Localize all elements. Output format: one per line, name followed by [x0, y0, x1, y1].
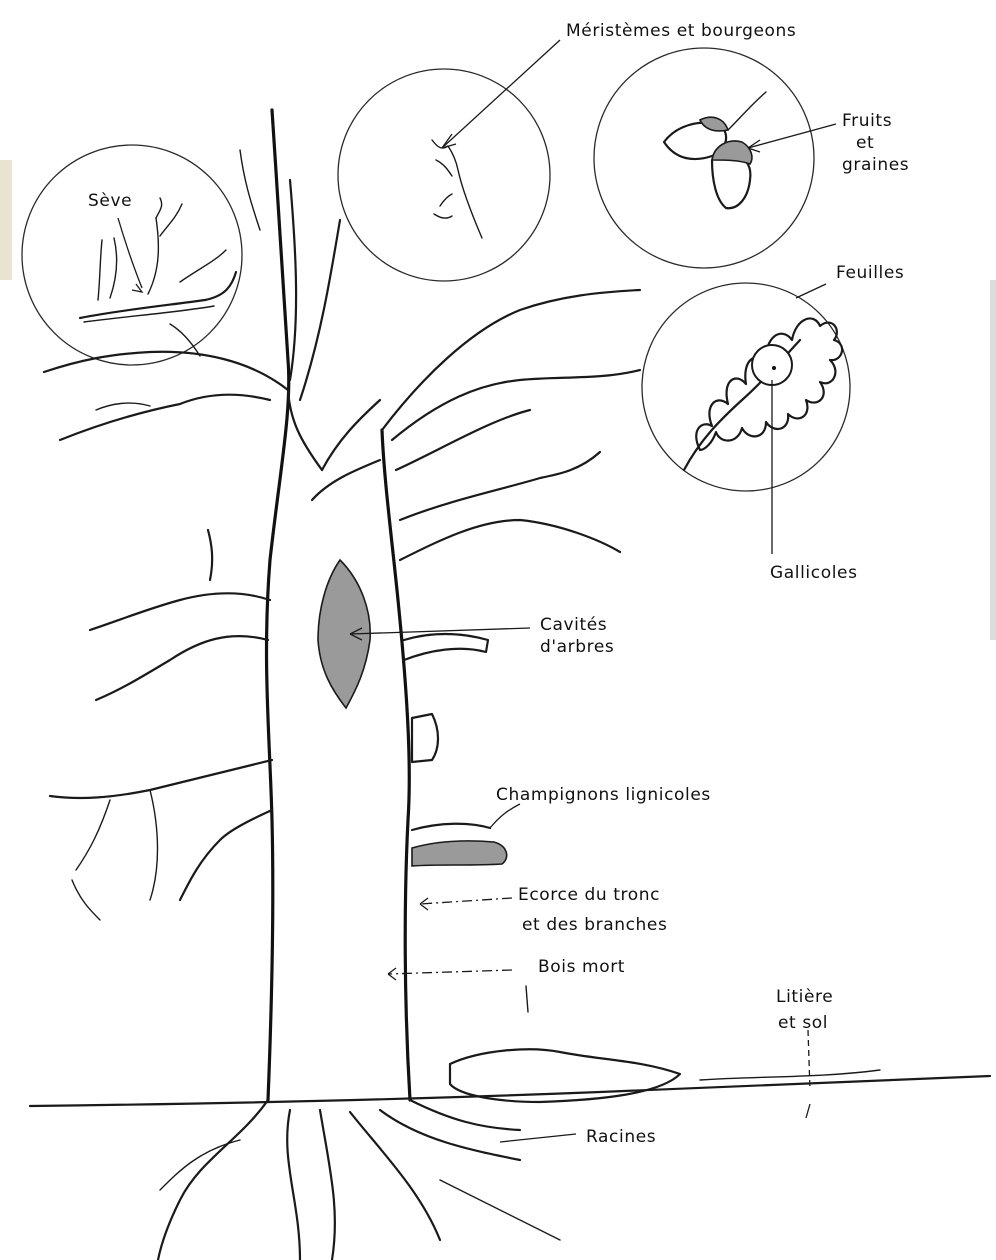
- sap-detail-circle: [22, 145, 242, 365]
- ground-and-log: [30, 1030, 990, 1118]
- label-cavities-line1: Cavités: [540, 615, 607, 635]
- meristem-detail-circle: [338, 40, 560, 281]
- bark-deadwood-leaders: [388, 898, 528, 1012]
- label-fruits-line1: Fruits: [842, 111, 892, 131]
- label-cavities-line2: d'arbres: [540, 637, 614, 657]
- label-gall-makers: Gallicoles: [770, 563, 858, 583]
- label-fungi: Champignons lignicoles: [496, 785, 711, 805]
- fruit-detail-circle: [594, 48, 836, 268]
- label-bark-line1: Ecorce du tronc: [518, 885, 660, 905]
- label-roots: Racines: [586, 1127, 656, 1147]
- label-bark-line2: et des branches: [522, 915, 667, 935]
- label-deadwood: Bois mort: [538, 957, 625, 977]
- tree-roots: [158, 1100, 576, 1260]
- label-fruits-line3: graines: [842, 155, 909, 175]
- label-litter-line2: et sol: [778, 1013, 828, 1033]
- label-litter-line1: Litière: [776, 987, 833, 1007]
- label-meristems: Méristèmes et bourgeons: [566, 21, 796, 41]
- label-fruits-line2: et: [856, 133, 874, 153]
- label-leaves: Feuilles: [836, 263, 904, 283]
- label-sap: Sève: [88, 191, 132, 211]
- tree-cavity: [318, 560, 530, 708]
- leaf-detail-circle: [642, 283, 850, 491]
